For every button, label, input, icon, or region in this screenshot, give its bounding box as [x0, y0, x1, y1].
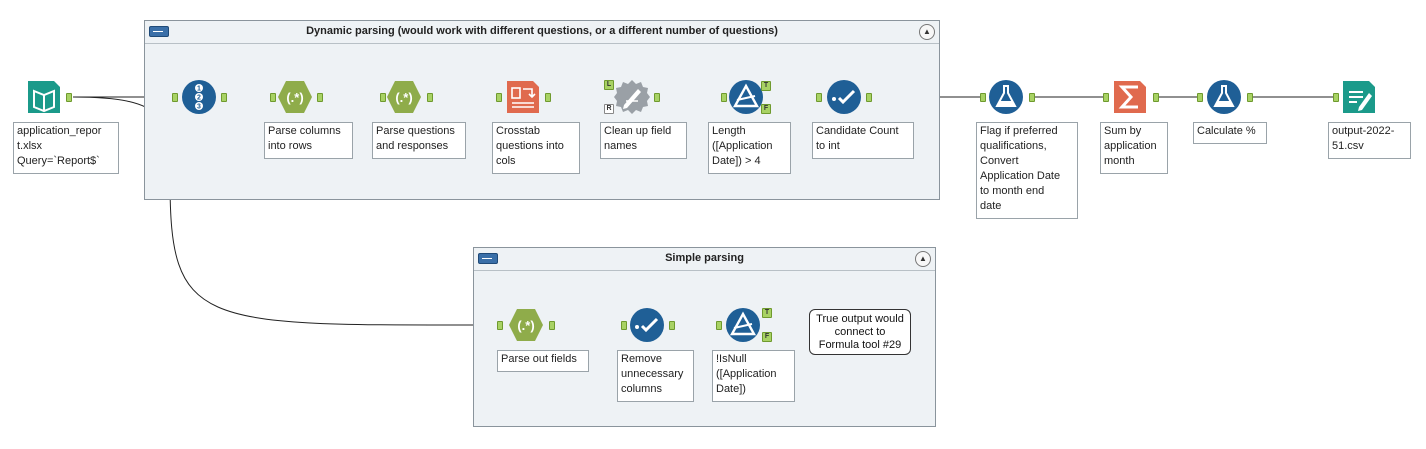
input-anchor[interactable]: [497, 321, 503, 330]
regex-tool-parse-questions[interactable]: (.*): [386, 79, 422, 115]
comment-box[interactable]: True output would connect to Formula too…: [809, 309, 911, 355]
tool-label: Parse columns into rows: [264, 122, 353, 159]
container-toggle-icon[interactable]: [149, 26, 169, 37]
svg-text:1: 1: [197, 86, 201, 93]
tool-label: Candidate Count to int: [812, 122, 914, 159]
false-output-anchor[interactable]: F: [761, 104, 771, 114]
formula-tool-calculate[interactable]: [1206, 79, 1242, 115]
input-anchor[interactable]: [721, 93, 727, 102]
svg-text:(.*): (.*): [517, 318, 534, 333]
formula-icon: [1207, 80, 1241, 114]
input-anchor[interactable]: [1103, 93, 1109, 102]
regex-icon: (.*): [509, 309, 543, 341]
output-anchor[interactable]: [1247, 93, 1253, 102]
book-icon: [28, 81, 60, 113]
input-anchor[interactable]: [172, 93, 178, 102]
filter-icon: [729, 80, 763, 114]
input-anchor[interactable]: [496, 93, 502, 102]
input-anchor[interactable]: [380, 93, 386, 102]
output-anchor[interactable]: [549, 321, 555, 330]
select-icon: [827, 80, 861, 114]
tool-label: Parse questions and responses: [372, 122, 466, 159]
record-id-tool[interactable]: 1 2 3: [181, 79, 217, 115]
output-data-tool[interactable]: [1341, 79, 1377, 115]
input-anchor[interactable]: [980, 93, 986, 102]
tool-label: Clean up field names: [600, 122, 687, 159]
true-output-anchor[interactable]: T: [762, 308, 772, 318]
summarize-tool[interactable]: [1112, 79, 1148, 115]
crosstab-tool[interactable]: [505, 79, 541, 115]
filter-tool-isnull[interactable]: [725, 307, 761, 343]
output-anchor[interactable]: [1153, 93, 1159, 102]
container-title: Simple parsing: [665, 252, 744, 264]
input-anchor[interactable]: [621, 321, 627, 330]
input-data-tool[interactable]: [26, 79, 62, 115]
left-input-anchor[interactable]: L: [604, 80, 614, 90]
dynamic-rename-icon: [614, 80, 650, 114]
svg-text:(.*): (.*): [395, 90, 412, 105]
tool-label: !IsNull ([Application Date]): [712, 350, 795, 402]
output-anchor[interactable]: [427, 93, 433, 102]
regex-icon: (.*): [278, 81, 312, 113]
output-anchor[interactable]: [317, 93, 323, 102]
svg-text:(.*): (.*): [286, 90, 303, 105]
select-tool-remove-columns[interactable]: [629, 307, 665, 343]
container-header[interactable]: Simple parsing ▲: [474, 248, 935, 271]
tool-label: Sum by application month: [1100, 122, 1168, 174]
container-toggle-icon[interactable]: [478, 253, 498, 264]
tool-label: Crosstab questions into cols: [492, 122, 580, 174]
filter-icon: [726, 308, 760, 342]
collapse-icon[interactable]: ▲: [915, 251, 931, 267]
tool-label: Calculate %: [1193, 122, 1267, 144]
input-anchor[interactable]: [270, 93, 276, 102]
select-icon: [630, 308, 664, 342]
collapse-icon[interactable]: ▲: [919, 24, 935, 40]
false-output-anchor[interactable]: F: [762, 332, 772, 342]
tool-label: Flag if preferred qualifications, Conver…: [976, 122, 1078, 219]
record-id-icon: 1 2 3: [182, 80, 216, 114]
crosstab-icon: [507, 81, 539, 113]
container-header[interactable]: Dynamic parsing (would work with differe…: [145, 21, 939, 44]
output-anchor[interactable]: [654, 93, 660, 102]
regex-tool-parse-out-fields[interactable]: (.*): [508, 307, 544, 343]
dynamic-rename-tool[interactable]: [614, 79, 650, 115]
input-anchor[interactable]: [1197, 93, 1203, 102]
container-simple-parsing[interactable]: Simple parsing ▲: [473, 247, 936, 427]
input-anchor[interactable]: [716, 321, 722, 330]
right-input-anchor[interactable]: R: [604, 104, 614, 114]
summarize-icon: [1114, 81, 1146, 113]
output-anchor[interactable]: [221, 93, 227, 102]
input-anchor[interactable]: [1333, 93, 1339, 102]
output-icon: [1343, 81, 1375, 113]
tool-label: Remove unnecessary columns: [617, 350, 694, 402]
output-anchor[interactable]: [866, 93, 872, 102]
tool-label: Length ([Application Date]) > 4: [708, 122, 791, 174]
tool-label: output-2022- 51.csv: [1328, 122, 1411, 159]
input-anchor[interactable]: [816, 93, 822, 102]
formula-tool-flag[interactable]: [988, 79, 1024, 115]
output-anchor[interactable]: [1029, 93, 1035, 102]
filter-tool-length[interactable]: [728, 79, 764, 115]
container-title: Dynamic parsing (would work with differe…: [306, 25, 778, 37]
output-anchor[interactable]: [545, 93, 551, 102]
true-output-anchor[interactable]: T: [761, 81, 771, 91]
svg-text:3: 3: [197, 104, 201, 111]
output-anchor[interactable]: [669, 321, 675, 330]
tool-label: application_repor t.xlsx Query=`Report$`: [13, 122, 119, 174]
regex-icon: (.*): [387, 81, 421, 113]
svg-text:2: 2: [197, 95, 201, 102]
output-anchor[interactable]: [66, 93, 72, 102]
tool-label: Parse out fields: [497, 350, 589, 372]
formula-icon: [989, 80, 1023, 114]
select-tool-candidate-count[interactable]: [826, 79, 862, 115]
regex-tool-parse-columns[interactable]: (.*): [277, 79, 313, 115]
